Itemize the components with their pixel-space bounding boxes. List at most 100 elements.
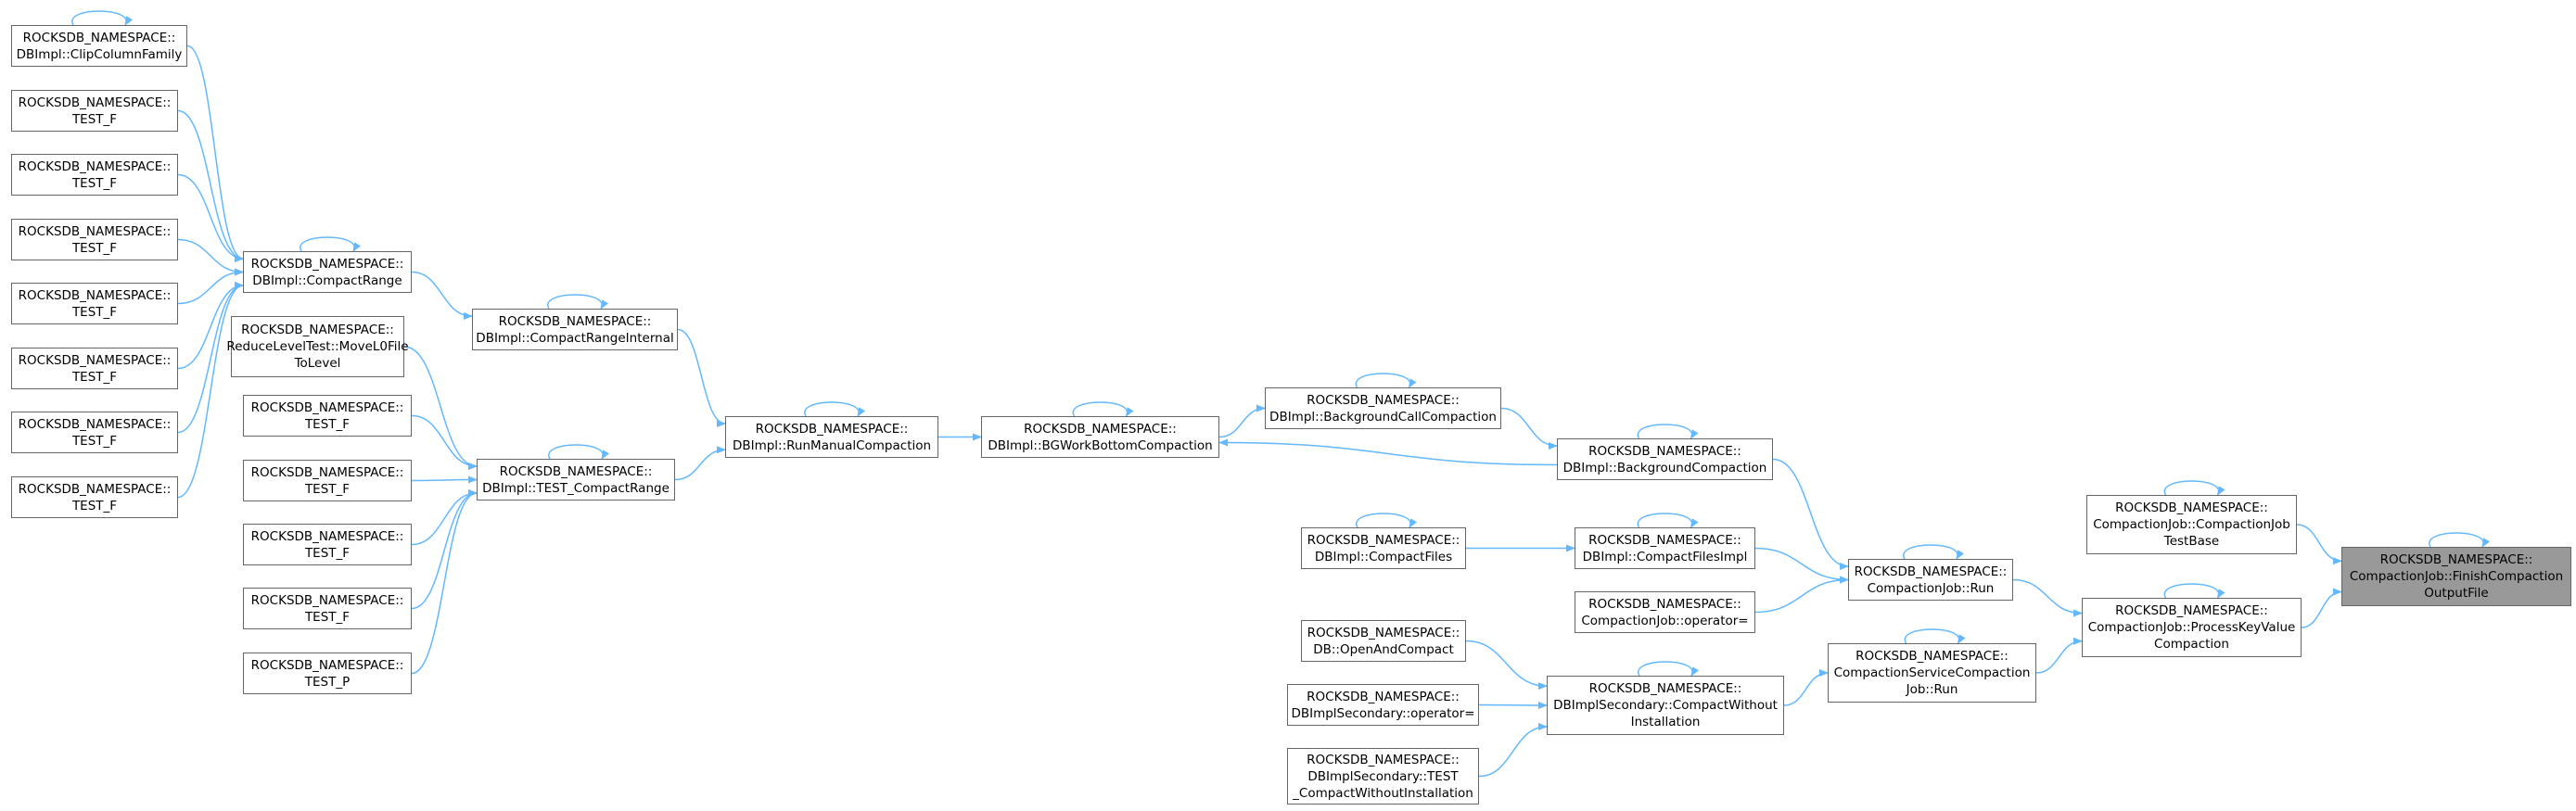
graph-node-label-line: ReduceLevelTest::MoveL0File [226, 339, 409, 354]
graph-node-label-line: TEST_F [71, 240, 118, 256]
graph-node-label-line: ROCKSDB_NAMESPACE:: [755, 421, 909, 437]
graph-node-label-line: ROCKSDB_NAMESPACE:: [18, 416, 172, 432]
self-loop-rmc [804, 401, 866, 417]
graph-node-label-line: CompactionJob::ProcessKeyValue [2087, 620, 2296, 635]
graph-node-cscj[interactable]: ROCKSDB_NAMESPACE::CompactionServiceComp… [1828, 643, 2036, 703]
edge-cscj-to-pkvc [2035, 637, 2083, 674]
graph-node-compactrange[interactable]: ROCKSDB_NAMESPACE::DBImpl::CompactRange [243, 251, 412, 293]
graph-node-tf2[interactable]: ROCKSDB_NAMESPACE::TEST_F [11, 154, 178, 196]
graph-node-label-line: DBImpl::TEST_CompactRange [482, 480, 670, 496]
graph-node-cri[interactable]: ROCKSDB_NAMESPACE::DBImpl::CompactRangeI… [472, 309, 678, 350]
graph-node-label-line: DBImpl::CompactFiles [1314, 549, 1453, 564]
graph-node-rmc[interactable]: ROCKSDB_NAMESPACE::DBImpl::RunManualComp… [725, 416, 938, 458]
graph-node-cjtb[interactable]: ROCKSDB_NAMESPACE::CompactionJob::Compac… [2086, 495, 2297, 554]
graph-node-bgwb[interactable]: ROCKSDB_NAMESPACE::DBImpl::BGWorkBottomC… [981, 416, 1219, 458]
graph-node-label-line: TEST_F [304, 416, 351, 432]
graph-node-label-line: ROCKSDB_NAMESPACE:: [18, 158, 172, 174]
graph-node-label-line: DBImpl::RunManualCompaction [732, 437, 932, 453]
graph-node-label-line: ROCKSDB_NAMESPACE:: [1307, 752, 1460, 767]
self-loop-cwi [1638, 661, 1700, 677]
self-loop-cjrun [1903, 544, 1965, 560]
graph-node-tf8[interactable]: ROCKSDB_NAMESPACE::TEST_F [243, 395, 412, 437]
graph-node-dbstest[interactable]: ROCKSDB_NAMESPACE::DBImplSecondary::TEST… [1287, 748, 1479, 805]
self-loop-testcr [548, 444, 610, 460]
graph-node-bgcc[interactable]: ROCKSDB_NAMESPACE::DBImpl::BackgroundCal… [1265, 387, 1501, 429]
graph-node-label-line: TEST_F [304, 609, 351, 625]
graph-node-bgc[interactable]: ROCKSDB_NAMESPACE::DBImpl::BackgroundCom… [1557, 438, 1773, 480]
graph-node-tp[interactable]: ROCKSDB_NAMESPACE::TEST_P [243, 653, 412, 694]
graph-node-movel0[interactable]: ROCKSDB_NAMESPACE::ReduceLevelTest::Move… [226, 316, 409, 377]
graph-node-tf1[interactable]: ROCKSDB_NAMESPACE::TEST_F [11, 90, 178, 132]
graph-node-label-line: ROCKSDB_NAMESPACE:: [1588, 596, 1741, 612]
edge-tf7-to-compactrange [177, 282, 244, 499]
edge-cjop-to-cjrun [1754, 576, 1849, 614]
graph-node-label-line: ROCKSDB_NAMESPACE:: [250, 592, 404, 608]
graph-node-label-line: ROCKSDB_NAMESPACE:: [250, 528, 404, 544]
self-loop-bgwb [1072, 401, 1134, 417]
edge-tf5-to-compactrange [177, 282, 244, 370]
graph-node-pkvc[interactable]: ROCKSDB_NAMESPACE::CompactionJob::Proces… [2082, 598, 2302, 657]
graph-node-tf10[interactable]: ROCKSDB_NAMESPACE::TEST_F [243, 524, 412, 565]
graph-node-tf4[interactable]: ROCKSDB_NAMESPACE::TEST_F [11, 283, 178, 324]
graph-node-label-line: ROCKSDB_NAMESPACE:: [1588, 681, 1742, 696]
edge-tf11-to-testcr [411, 489, 478, 610]
graph-node-label-line: ROCKSDB_NAMESPACE:: [1588, 443, 1741, 459]
self-loop-cscj [1904, 628, 1966, 644]
edge-bgc-to-bgwb [1218, 438, 1558, 466]
graph-node-label-line: ROCKSDB_NAMESPACE:: [1307, 625, 1460, 640]
edge-cjtb-to-fcof [2296, 524, 2342, 565]
graph-node-label-line: DB::OpenAndCompact [1313, 641, 1454, 657]
graph-node-label-line: ROCKSDB_NAMESPACE:: [1307, 532, 1460, 548]
graph-node-cwi[interactable]: ROCKSDB_NAMESPACE::DBImplSecondary::Comp… [1547, 676, 1784, 735]
self-loop-cfimpl [1637, 513, 1699, 528]
edge-tf9-to-testcr [411, 475, 478, 484]
graph-node-dbsop[interactable]: ROCKSDB_NAMESPACE::DBImplSecondary::oper… [1287, 684, 1479, 726]
self-loop-clip [71, 10, 134, 26]
graph-node-label-line: Compaction [2154, 637, 2229, 652]
graph-node-label-line: TEST_P [304, 674, 351, 690]
graph-node-tf11[interactable]: ROCKSDB_NAMESPACE::TEST_F [243, 588, 412, 629]
self-loop-cjtb [2163, 480, 2225, 496]
edge-tf8-to-testcr [411, 414, 478, 470]
graph-node-tf9[interactable]: ROCKSDB_NAMESPACE::TEST_F [243, 460, 412, 501]
graph-node-tf5[interactable]: ROCKSDB_NAMESPACE::TEST_F [11, 348, 178, 389]
graph-node-tf6[interactable]: ROCKSDB_NAMESPACE::TEST_F [11, 412, 178, 453]
edge-tf3-to-compactrange [177, 238, 244, 276]
edge-tf6-to-compactrange [177, 282, 244, 434]
graph-node-label-line: DBImpl::CompactRangeInternal [476, 330, 674, 346]
graph-node-cjrun[interactable]: ROCKSDB_NAMESPACE::CompactionJob::Run [1848, 559, 2013, 601]
graph-node-label-line: TEST_F [304, 481, 351, 497]
graph-node-label-line: ROCKSDB_NAMESPACE:: [250, 464, 404, 480]
graph-node-label-line: TEST_F [71, 304, 118, 320]
self-loop-bgc [1637, 424, 1699, 439]
graph-node-label-line: ROCKSDB_NAMESPACE:: [498, 313, 652, 329]
graph-node-openc[interactable]: ROCKSDB_NAMESPACE::DB::OpenAndCompact [1301, 620, 1466, 662]
graph-node-label-line: ROCKSDB_NAMESPACE:: [1854, 564, 2008, 579]
graph-node-label-line: DBImplSecondary::TEST [1307, 768, 1459, 784]
graph-node-tf7[interactable]: ROCKSDB_NAMESPACE::TEST_F [11, 476, 178, 518]
edge-bgcc-to-bgc [1500, 407, 1558, 450]
graph-node-label-line: ROCKSDB_NAMESPACE:: [250, 657, 404, 673]
edge-bgwb-to-bgcc [1218, 404, 1266, 438]
graph-node-label-line: ROCKSDB_NAMESPACE:: [241, 323, 394, 337]
graph-node-cjop[interactable]: ROCKSDB_NAMESPACE::CompactionJob::operat… [1575, 591, 1755, 633]
self-loop-bgcc [1355, 373, 1417, 388]
graph-node-label-line: ROCKSDB_NAMESPACE:: [250, 399, 404, 415]
graph-node-label-line: CompactionJob::FinishCompaction [2349, 569, 2564, 584]
graph-node-cfiles[interactable]: ROCKSDB_NAMESPACE::DBImpl::CompactFiles [1301, 527, 1466, 569]
graph-node-testcr[interactable]: ROCKSDB_NAMESPACE::DBImpl::TEST_CompactR… [477, 459, 675, 501]
graph-node-label-line: DBImpl::BGWorkBottomCompaction [988, 437, 1213, 453]
graph-node-label-line: ROCKSDB_NAMESPACE:: [2115, 603, 2268, 618]
graph-node-label-line: TEST_F [71, 175, 118, 191]
graph-node-label-line: CompactionJob::operator= [1581, 613, 1749, 628]
self-loop-fcof [2429, 532, 2491, 548]
graph-node-label-line: ROCKSDB_NAMESPACE:: [18, 223, 172, 239]
graph-node-tf3[interactable]: ROCKSDB_NAMESPACE::TEST_F [11, 219, 178, 260]
edge-bgc-to-cjrun [1772, 458, 1849, 570]
edge-cjrun-to-pkvc [2012, 578, 2083, 617]
edge-pkvc-to-fcof [2301, 588, 2342, 628]
graph-node-cfimpl[interactable]: ROCKSDB_NAMESPACE::DBImpl::CompactFilesI… [1575, 527, 1755, 569]
graph-node-label-line: Job::Run [1906, 682, 1958, 697]
graph-node-clip[interactable]: ROCKSDB_NAMESPACE::DBImpl::ClipColumnFam… [11, 25, 187, 67]
